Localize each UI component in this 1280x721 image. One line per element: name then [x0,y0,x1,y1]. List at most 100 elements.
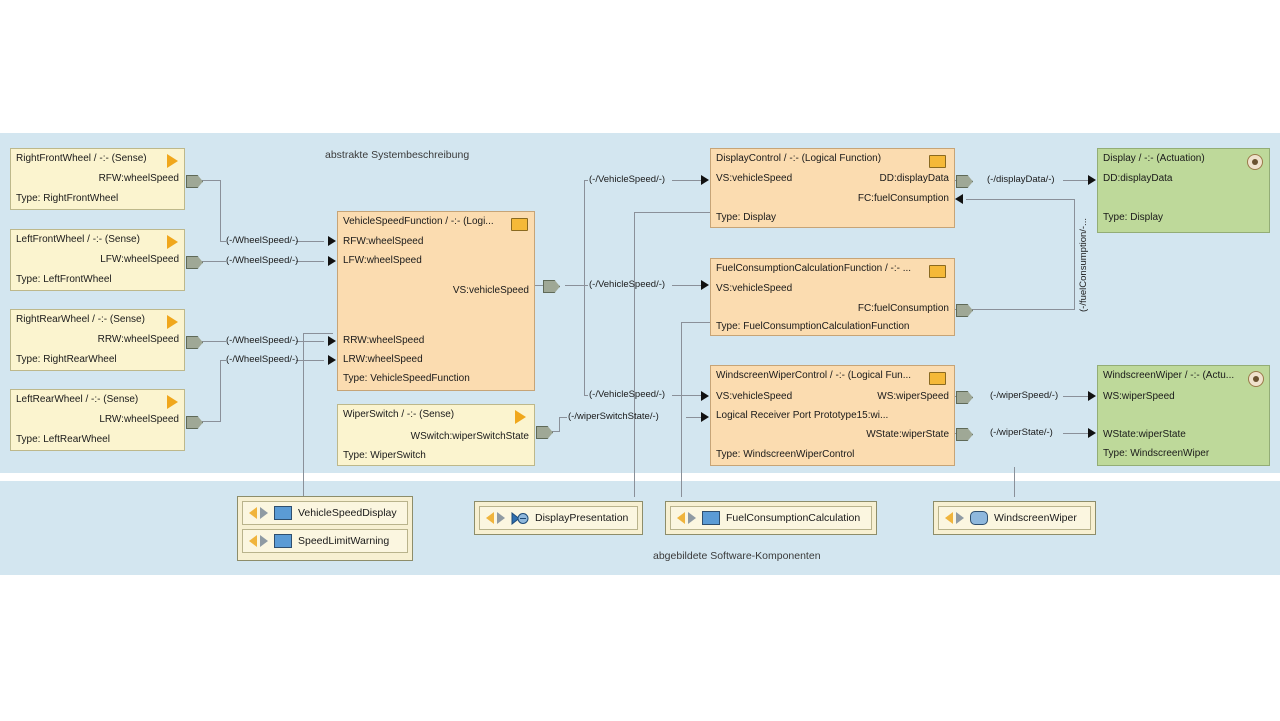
port-lfw-wheelspeed[interactable] [186,256,203,269]
wire-wsw-2 [559,417,560,431]
port-label-in: LFW:wheelSpeed [343,255,422,266]
wire-vs-branch-display [584,180,588,181]
block-type: Type: Display [1103,212,1164,223]
connector-label-displaydata: (-/displayData/-) [987,174,1055,185]
port-label-in: DD:displayData [1103,173,1173,184]
block-type: Type: RightRearWheel [16,354,117,365]
connector-label-wheelspeed: (-/WheelSpeed/-) [226,354,299,365]
sw-component-label: SpeedLimitWarning [298,535,390,547]
port-wiperswitch-state[interactable] [536,426,553,439]
port-lrw-wheelspeed[interactable] [186,416,203,429]
sw-component-row[interactable]: DisplayPresentation [479,506,638,530]
port-in-vsf-lrw[interactable] [328,355,336,365]
port-in-wiper-ws[interactable] [1088,391,1096,401]
port-in-displaycontrol-fc[interactable] [955,194,963,204]
wire-lrw-2 [220,360,221,421]
sw-component-row[interactable]: VehicleSpeedDisplay [242,501,408,525]
wire-wsw-3 [559,417,567,418]
alloc-line-fuel-h [681,322,712,323]
block-type: Type: WiperSwitch [343,450,426,461]
wire-wsw-4 [686,417,702,418]
alloc-line-vehiclespeed [303,333,304,496]
port-in-wiper-wstate[interactable] [1088,428,1096,438]
wire-vsf-trunk-v [584,180,585,395]
block-right-rear-wheel[interactable]: RightRearWheel / -:- (Sense) RRW:wheelSp… [10,309,185,371]
required-port-arrow-icon [688,512,696,524]
logical-function-icon [511,218,528,231]
block-type: Type: FuelConsumptionCalculationFunction [716,321,910,332]
wire-vs-wiper-to-port [672,395,702,396]
sw-component-row[interactable]: FuelConsumptionCalculation [670,506,872,530]
port-label-in: WState:wiperState [1103,429,1186,440]
port-out-wiperctrl-wiperstate[interactable] [956,428,973,441]
component-square-icon [274,534,292,548]
port-out-fuelcalc-fc[interactable] [956,304,973,317]
block-type: Type: LeftRearWheel [16,434,110,445]
sw-group-windscreen-wiper[interactable]: WindscreenWiper [933,501,1096,535]
port-in-displaycontrol-vs[interactable] [701,175,709,185]
alloc-line-wiper [1014,467,1015,497]
block-title: RightFrontWheel / -:- (Sense) [16,153,147,164]
sw-component-row[interactable]: SpeedLimitWarning [242,529,408,553]
caption-software-components: abgebildete Software-Komponenten [653,550,821,562]
sense-triangle-icon [515,410,526,424]
block-vehicle-speed-function[interactable]: VehicleSpeedFunction / -:- (Logi... RFW:… [337,211,535,391]
wire-lrw-3 [220,360,226,361]
sw-group-fuel-consumption[interactable]: FuelConsumptionCalculation [665,501,877,535]
port-rfw-wheelspeed[interactable] [186,175,203,188]
sw-component-row[interactable]: WindscreenWiper [938,506,1091,530]
block-fuel-consumption-calculation-function[interactable]: FuelConsumptionCalculationFunction / -:-… [710,258,955,336]
port-out-wiperctrl-wiperspeed[interactable] [956,391,973,404]
port-label-out: DD:displayData [879,173,949,184]
wire-vs-display-to-port [672,180,702,181]
block-left-rear-wheel[interactable]: LeftRearWheel / -:- (Sense) LRW:wheelSpe… [10,389,185,451]
wire-ws-2 [1063,396,1089,397]
port-label-in: VS:vehicleSpeed [716,283,793,294]
wire-vs-fuel-to-port [672,285,702,286]
port-in-display-dd[interactable] [1088,175,1096,185]
port-in-vsf-rfw[interactable] [328,236,336,246]
wire-rrw-2 [296,341,324,342]
sense-triangle-icon [167,395,178,409]
abstract-system-panel [0,133,1280,473]
port-label-out: RRW:wheelSpeed [97,334,179,345]
port-in-fuelcalc-vs[interactable] [701,280,709,290]
sw-component-label: VehicleSpeedDisplay [298,507,397,519]
port-label-in: LRW:wheelSpeed [343,354,423,365]
block-display-control[interactable]: DisplayControl / -:- (Logical Function) … [710,148,955,228]
sw-group-vehicle-speed[interactable]: VehicleSpeedDisplay SpeedLimitWarning [237,496,413,561]
required-port-arrow-icon [260,535,268,547]
block-windscreen-wiper-actuation[interactable]: WindscreenWiper / -:- (Actu... WS:wiperS… [1097,365,1270,466]
component-composition-icon [511,511,529,525]
block-wiper-switch[interactable]: WiperSwitch / -:- (Sense) WSwitch:wiperS… [337,404,535,466]
block-left-front-wheel[interactable]: LeftFrontWheel / -:- (Sense) LFW:wheelSp… [10,229,185,291]
connector-label-vehiclespeed: (-/VehicleSpeed/-) [589,389,666,400]
port-in-wiperctrl-vs[interactable] [701,391,709,401]
block-right-front-wheel[interactable]: RightFrontWheel / -:- (Sense) RFW:wheelS… [10,148,185,210]
connector-label-wiperstate: (-/wiperState/-) [990,427,1053,438]
connector-label-wheelspeed: (-/WheelSpeed/-) [226,235,299,246]
sw-group-display-presentation[interactable]: DisplayPresentation [474,501,643,535]
component-square-icon [274,506,292,520]
provided-port-arrow-icon [945,512,953,524]
port-in-wiperctrl-switchstate[interactable] [701,412,709,422]
wire-rfw-4 [296,241,324,242]
block-display-actuation[interactable]: Display / -:- (Actuation) DD:displayData… [1097,148,1270,233]
provided-port-arrow-icon [249,507,257,519]
port-label-in: VS:vehicleSpeed [716,391,793,402]
wire-lfw-1 [199,261,226,262]
block-windscreen-wiper-control[interactable]: WindscreenWiperControl / -:- (Logical Fu… [710,365,955,466]
port-label-out: FC:fuelConsumption [857,193,949,204]
port-in-vsf-rrw[interactable] [328,336,336,346]
port-rrw-wheelspeed[interactable] [186,336,203,349]
port-label-out: WSwitch:wiperSwitchState [410,431,529,442]
block-title: WindscreenWiperControl / -:- (Logical Fu… [716,370,912,381]
port-out-vsf-vehiclespeed[interactable] [543,280,560,293]
connector-label-wiperspeed: (-/wiperSpeed/-) [990,390,1059,401]
connector-label-fuelconsumption: (-/fuelConsumption/-... [1078,218,1089,312]
wire-dd-2 [1063,180,1089,181]
logical-function-icon [929,372,946,385]
port-in-vsf-lfw[interactable] [328,256,336,266]
port-out-displaycontrol-dd[interactable] [956,175,973,188]
port-label-in: RRW:wheelSpeed [343,335,425,346]
